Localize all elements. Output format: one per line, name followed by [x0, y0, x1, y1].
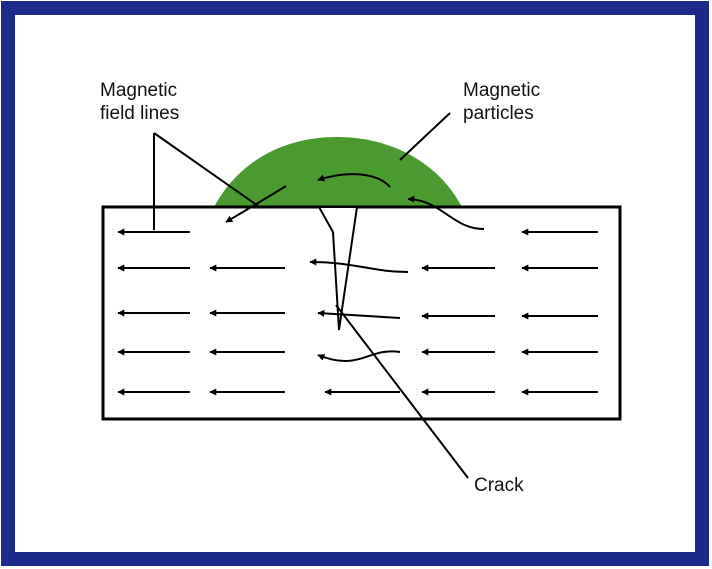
leader-lines	[153, 112, 469, 479]
label-particles-line1: Magnetic	[463, 80, 541, 101]
curved-field-lines	[225, 173, 485, 362]
label-particles-line2: particles	[463, 103, 534, 124]
label-field-lines-line2: field lines	[100, 103, 180, 124]
label-field-lines: Magnetic field lines	[100, 79, 179, 125]
crack	[317, 206, 359, 331]
label-field-lines-line1: Magnetic	[100, 80, 178, 101]
label-crack: Crack	[474, 475, 524, 496]
field-line-arrows	[117, 228, 598, 396]
label-particles: Magnetic particles	[463, 79, 540, 125]
magnetic-particles-mound	[214, 136, 462, 207]
